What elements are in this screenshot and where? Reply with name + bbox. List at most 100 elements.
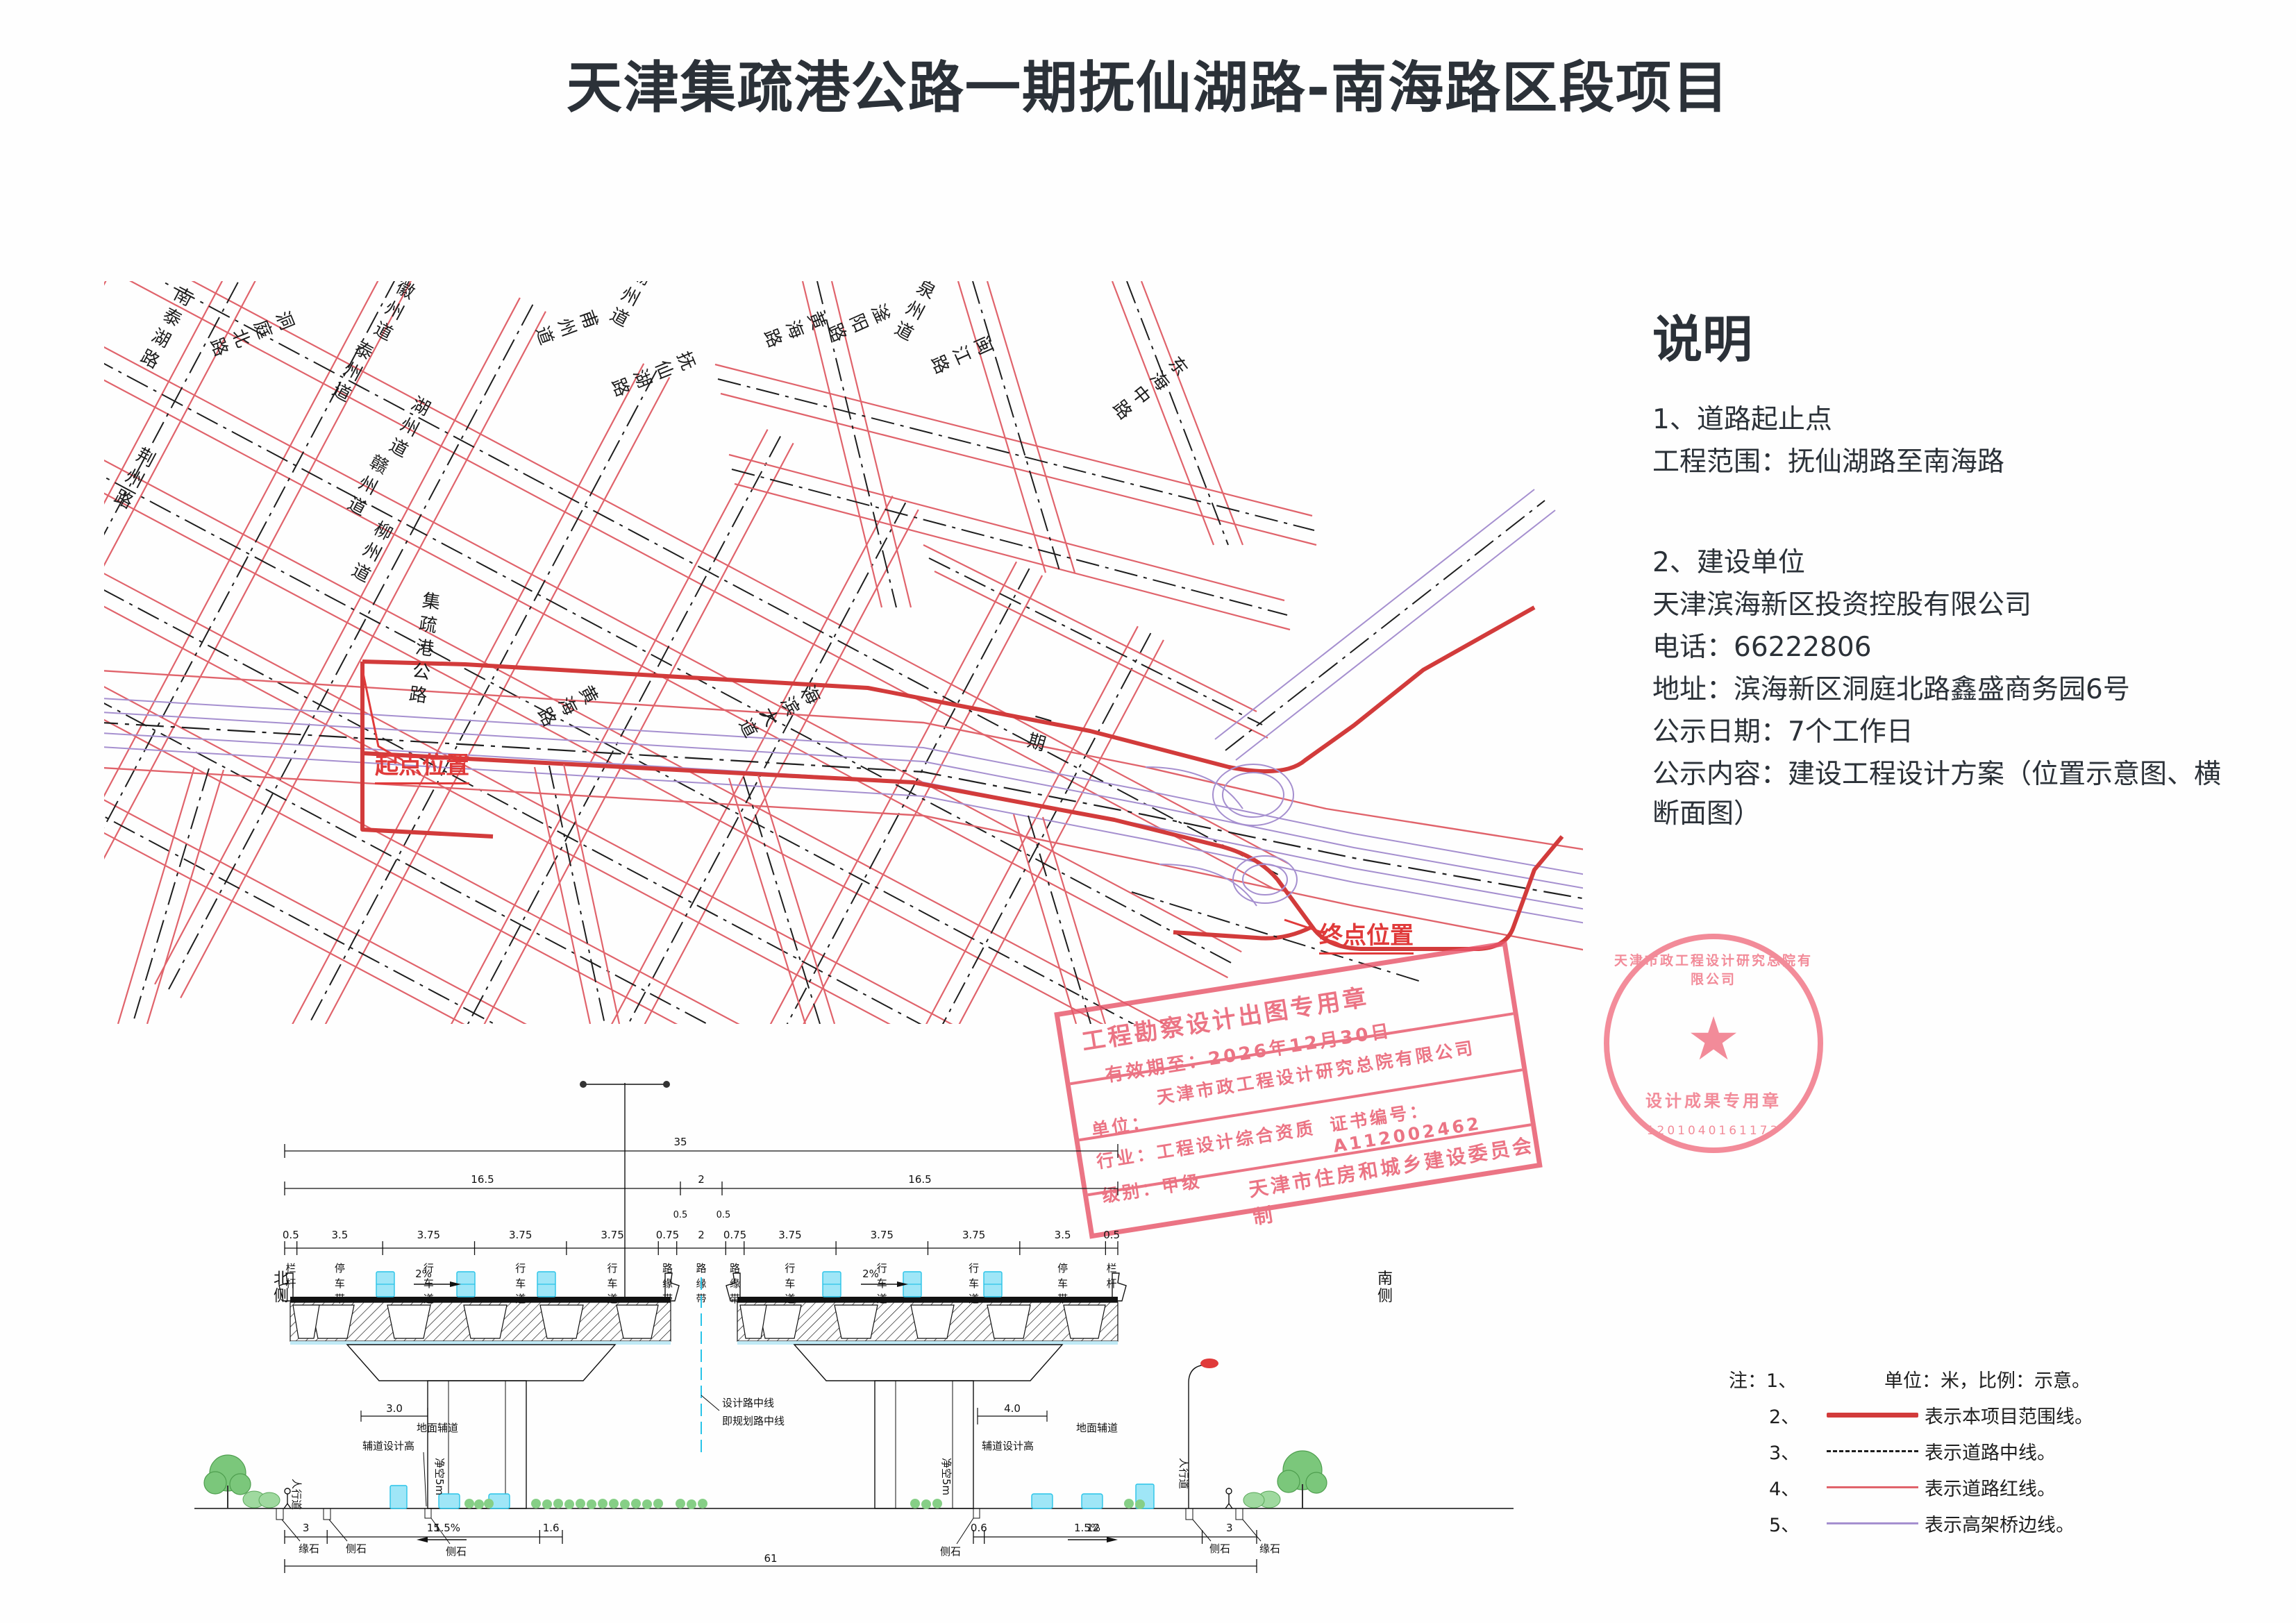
dim-caption-char: 行 (877, 1262, 887, 1275)
pier-offset-value-left: 3.0 (386, 1402, 403, 1415)
dim-caption-char: 车 (969, 1277, 979, 1290)
dim-segment-value: 3.5 (331, 1229, 348, 1241)
ground-road-label-left: 地面辅道 (417, 1422, 458, 1434)
site-location-map: 洞庭北路徽州道泰州道湖州道赣州道柳州道荆州路南泰湖路甫州道抚仙湖路潮州道黄海路泉… (104, 281, 1583, 1024)
street-label: 滏阳路 (823, 301, 893, 346)
dim-segment-value: 0.5 (1103, 1229, 1120, 1241)
map-geometry: 洞庭北路徽州道泰州道湖州道赣州道柳州道荆州路南泰湖路甫州道抚仙湖路潮州道黄海路泉… (104, 281, 1583, 1024)
street-label-char: 甫 (576, 308, 601, 332)
legend-block: 注：1、单位：米，比例：示意。2、表示本项目范围线。3、表示道路中线。4、表示道… (1729, 1361, 2229, 1541)
road-centerlines-southwest (132, 765, 1091, 1024)
bottom-dim-value: 3 (303, 1522, 310, 1534)
swatch-road-redline (1827, 1486, 1918, 1488)
median-street-lamp (580, 1081, 670, 1298)
curb-label-mid-right: 侧石 (940, 1545, 961, 1558)
map-callout-end-point: 终点位置 (1319, 916, 1414, 955)
explanation-address: 地址：滨海新区洞庭北路鑫盛商务园6号 (1652, 673, 2130, 705)
street-label: 洞庭北路 (206, 308, 297, 360)
legend-row-text: 表示高架桥边线。 (1925, 1514, 2075, 1536)
dim-caption-char: 路 (696, 1262, 706, 1275)
street-label-char: 道 (385, 435, 411, 462)
street-label: 黄海路 (533, 682, 602, 730)
street-label-char: 港 (414, 637, 435, 660)
seal-number: 1201040161173 (1646, 1124, 1781, 1138)
dim-caption-char: 停 (335, 1262, 345, 1275)
bottom-dim-value: 15 (427, 1522, 440, 1534)
slope-label-bridge-left: 2% (415, 1268, 432, 1280)
legend-row-number: 3、 (1769, 1442, 1800, 1464)
street-label-char: 路 (607, 376, 633, 400)
ground-left: 缘石 侧石 人行道 (203, 1402, 510, 1558)
legend-row-number: 5、 (1769, 1514, 1800, 1536)
centerline-note-line2: 即规划路中线 (722, 1415, 785, 1427)
ground-road-label-right: 地面辅道 (1076, 1422, 1118, 1434)
curb-label-left-2: 侧石 (346, 1542, 367, 1555)
dim-segment-value: 2 (698, 1229, 705, 1241)
street-label-char: 道 (370, 319, 396, 346)
project-boundary (360, 605, 1564, 951)
legend-swatch (1820, 1412, 1925, 1418)
dim-caption-char: 行 (515, 1262, 526, 1275)
explanation-spacer (1652, 485, 2222, 512)
street-label-char: 滏 (866, 301, 893, 326)
seal-organization: 天津市政工程设计研究总院有限公司 (1614, 953, 1813, 987)
street-label: 泉州道 (891, 281, 939, 345)
design-centerline: 设计路中线 即规划路中线 (701, 1277, 785, 1458)
roads-southwest (117, 764, 1107, 1024)
dimension-chain (284, 1144, 1118, 1249)
girder-cells (292, 1304, 659, 1339)
street-label-char: 州 (553, 316, 579, 340)
map-callout-start-point: 起点位置 (375, 746, 469, 784)
street-label-char: 路 (137, 346, 162, 373)
dim-caption-char: 行 (607, 1262, 618, 1275)
design-result-seal: 天津市政工程设计研究总院有限公司 ★ 设计成果专用章 1201040161173 (1604, 934, 1823, 1153)
slope-label-bridge-right: 2% (862, 1268, 879, 1280)
dim-caption-char: 栏 (285, 1262, 296, 1275)
legend-row-text: 表示道路中线。 (1925, 1442, 2056, 1464)
dim-caption-char: 车 (785, 1277, 795, 1290)
dim-caption-char: 行 (424, 1262, 434, 1275)
street-label: 荆州路 (110, 445, 158, 514)
street-label-char: 路 (760, 326, 786, 351)
explanation-publicity-content: 公示内容：建设工程设计方案（位置示意图、横断面图） (1652, 758, 2222, 830)
street-label: 抚仙湖路 (607, 348, 698, 400)
star-icon: ★ (1686, 1004, 1741, 1074)
dim-total-top: 35 (673, 1136, 687, 1148)
street-label-char: 路 (408, 684, 428, 707)
dim-caption-char: 车 (424, 1277, 434, 1290)
dim-segment-value: 3.75 (962, 1229, 985, 1241)
street-label-char: 北 (228, 326, 254, 351)
road-centerlines-ne (717, 281, 1315, 725)
legend-row: 3、 表示道路中线。 (1729, 1433, 2229, 1469)
curb-label-right-2: 缘石 (1259, 1542, 1280, 1555)
grass-right (1124, 1499, 1145, 1509)
dim-segment-value: 3.75 (871, 1229, 894, 1241)
seal-purpose: 设计成果专用章 (1645, 1091, 1782, 1111)
dim-segment-value: 3.75 (417, 1229, 440, 1241)
explanation-item1-body: 工程范围：抚仙湖路至南海路 (1652, 446, 2005, 478)
legend-row-text: 表示道路红线。 (1925, 1478, 2056, 1500)
street-label-char: 路 (926, 352, 953, 377)
design-height-label-right: 辅道设计高 (982, 1440, 1034, 1452)
road-redlines-ne (714, 281, 1317, 739)
dim-segment-value: 0.5 (283, 1229, 299, 1241)
vehicles-on-deck (376, 1271, 1003, 1297)
street-label-char: 江 (948, 343, 974, 368)
dim-segment-value: 0.75 (656, 1229, 679, 1241)
explanation-item2-heading: 2、建设单位 (1652, 546, 1805, 578)
pier-offset-right (977, 1408, 1048, 1424)
street-label-char: 海 (781, 317, 807, 342)
dim-caption-char: 路 (662, 1262, 673, 1275)
explanation-phone: 电话：66222806 (1652, 631, 1872, 663)
deck-slope-left: 2% (414, 1268, 461, 1287)
clearance-label-mid: 净空5m (940, 1458, 953, 1495)
legend-row-text: 表示本项目范围线。 (1925, 1406, 2093, 1428)
dim-half-right: 16.5 (908, 1173, 931, 1186)
centerline-note-line1: 设计路中线 (722, 1397, 774, 1409)
street-label-char: 闽 (969, 333, 996, 358)
street-lamp-right (1188, 1359, 1218, 1508)
